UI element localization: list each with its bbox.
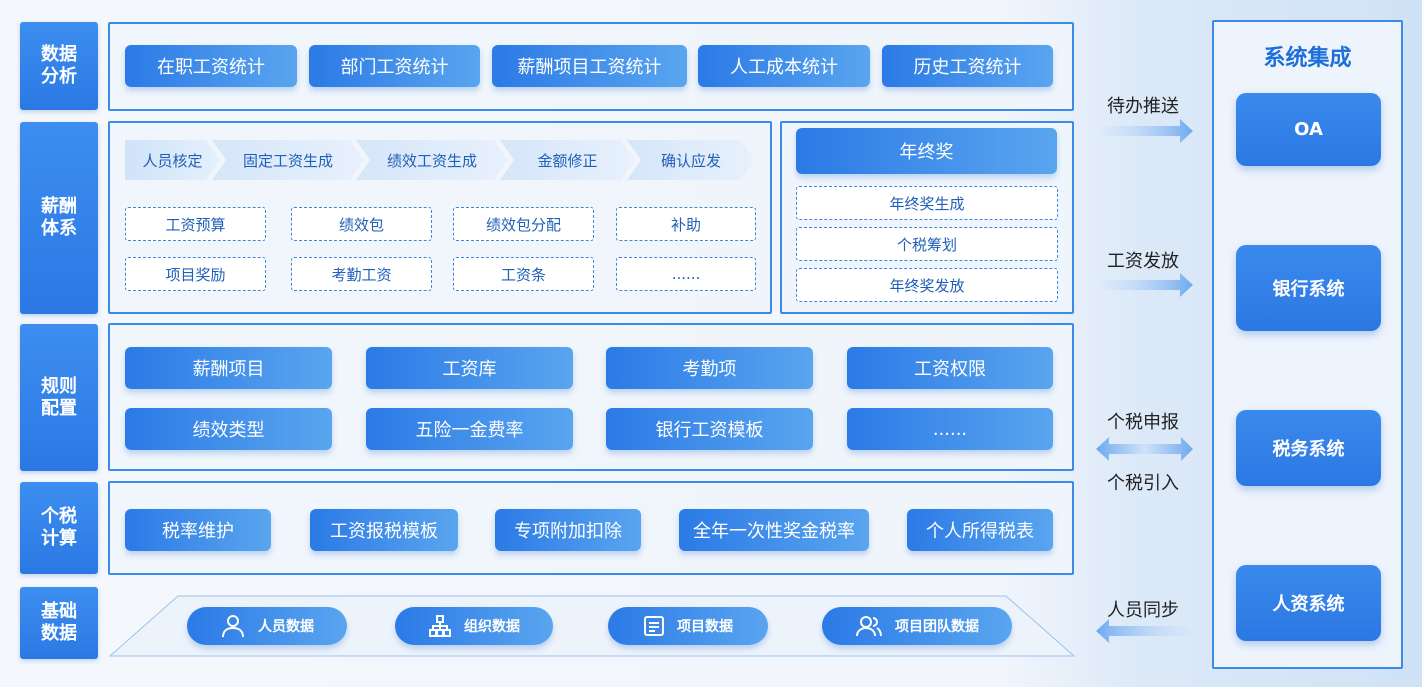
system-tax[interactable]: 税务系统 — [1236, 410, 1381, 486]
bonus-item-payout[interactable]: 年终奖发放 — [796, 268, 1058, 302]
tax-button-income-tax-table[interactable]: 个人所得税表 — [907, 509, 1053, 551]
base-data-project-team[interactable]: 项目团队数据 — [822, 607, 1012, 645]
salary-item-more[interactable]: ...... — [616, 257, 756, 291]
base-data-label: 项目数据 — [677, 619, 733, 635]
person-icon — [222, 615, 244, 638]
base-data-label: 人员数据 — [258, 619, 314, 635]
analysis-button-history-salary[interactable]: 历史工资统计 — [882, 45, 1053, 87]
salary-item-subsidy[interactable]: 补助 — [616, 207, 756, 241]
bonus-item-generate[interactable]: 年终奖生成 — [796, 186, 1058, 220]
section-label-data-analysis: 数据 分析 — [20, 22, 98, 110]
flow-step-performance-salary[interactable]: 绩效工资生成 — [356, 140, 508, 180]
base-data-org[interactable]: 组织数据 — [395, 607, 553, 645]
salary-item-payslip[interactable]: 工资条 — [453, 257, 594, 291]
tax-button-special-deduction[interactable]: 专项附加扣除 — [495, 509, 641, 551]
base-data-staff[interactable]: 人员数据 — [187, 607, 347, 645]
analysis-button-active-salary[interactable]: 在职工资统计 — [125, 45, 297, 87]
double-arrow-icon — [1096, 437, 1193, 461]
arrow-label-tax-report: 个税申报 — [1107, 412, 1179, 433]
rule-button-salary-library[interactable]: 工资库 — [366, 347, 573, 389]
right-arrow-icon — [1100, 273, 1193, 297]
flow-step-staff-check[interactable]: 人员核定 — [125, 140, 220, 180]
salary-item-budget[interactable]: 工资预算 — [125, 207, 266, 241]
section-label-rule-config: 规则 配置 — [20, 324, 98, 471]
salary-item-project-reward[interactable]: 项目奖励 — [125, 257, 266, 291]
rule-button-salary-permission[interactable]: 工资权限 — [847, 347, 1053, 389]
arrow-label-tax-import: 个税引入 — [1107, 473, 1179, 494]
flow-step-fixed-salary[interactable]: 固定工资生成 — [212, 140, 364, 180]
base-data-label: 组织数据 — [464, 619, 520, 635]
arrow-label-hr-sync: 人员同步 — [1107, 600, 1179, 621]
salary-item-attendance-salary[interactable]: 考勤工资 — [291, 257, 432, 291]
analysis-button-dept-salary[interactable]: 部门工资统计 — [309, 45, 480, 87]
left-arrow-icon — [1096, 619, 1191, 643]
rule-button-bank-template[interactable]: 银行工资模板 — [606, 408, 813, 450]
arrow-label-salary-pay: 工资发放 — [1107, 251, 1179, 272]
system-oa[interactable]: OA — [1236, 93, 1381, 166]
org-chart-icon — [429, 615, 451, 637]
rule-button-salary-item[interactable]: 薪酬项目 — [125, 347, 332, 389]
arrow-label-todo-push: 待办推送 — [1107, 96, 1179, 117]
analysis-button-project-salary[interactable]: 薪酬项目工资统计 — [492, 45, 687, 87]
section-label-salary-system: 薪酬 体系 — [20, 122, 98, 314]
rule-button-attendance-item[interactable]: 考勤项 — [606, 347, 813, 389]
base-data-project[interactable]: 项目数据 — [608, 607, 768, 645]
system-hr[interactable]: 人资系统 — [1236, 565, 1381, 641]
rule-button-more[interactable]: ...... — [847, 408, 1053, 450]
tax-button-annual-bonus-rate[interactable]: 全年一次性奖金税率 — [679, 509, 869, 551]
system-bank[interactable]: 银行系统 — [1236, 245, 1381, 331]
rule-button-insurance-rate[interactable]: 五险一金费率 — [366, 408, 573, 450]
base-data-label: 项目团队数据 — [895, 619, 979, 635]
document-icon — [644, 616, 664, 636]
bonus-title-button[interactable]: 年终奖 — [796, 128, 1057, 174]
integration-title: 系统集成 — [1263, 46, 1352, 71]
section-label-tax-calc: 个税 计算 — [20, 482, 98, 574]
right-arrow-icon — [1100, 119, 1193, 143]
salary-item-performance-pack[interactable]: 绩效包 — [291, 207, 432, 241]
section-label-base-data: 基础 数据 — [20, 587, 98, 659]
flow-step-amount-fix[interactable]: 金额修正 — [500, 140, 635, 180]
analysis-button-labor-cost[interactable]: 人工成本统计 — [698, 45, 870, 87]
salary-item-pack-allocation[interactable]: 绩效包分配 — [453, 207, 594, 241]
tax-button-report-template[interactable]: 工资报税模板 — [310, 509, 458, 551]
team-icon — [856, 616, 882, 637]
tax-button-rate-maintain[interactable]: 税率维护 — [125, 509, 271, 551]
rule-button-performance-type[interactable]: 绩效类型 — [125, 408, 332, 450]
bonus-item-tax-plan[interactable]: 个税筹划 — [796, 227, 1058, 261]
flow-step-confirm-payable[interactable]: 确认应发 — [627, 140, 755, 180]
